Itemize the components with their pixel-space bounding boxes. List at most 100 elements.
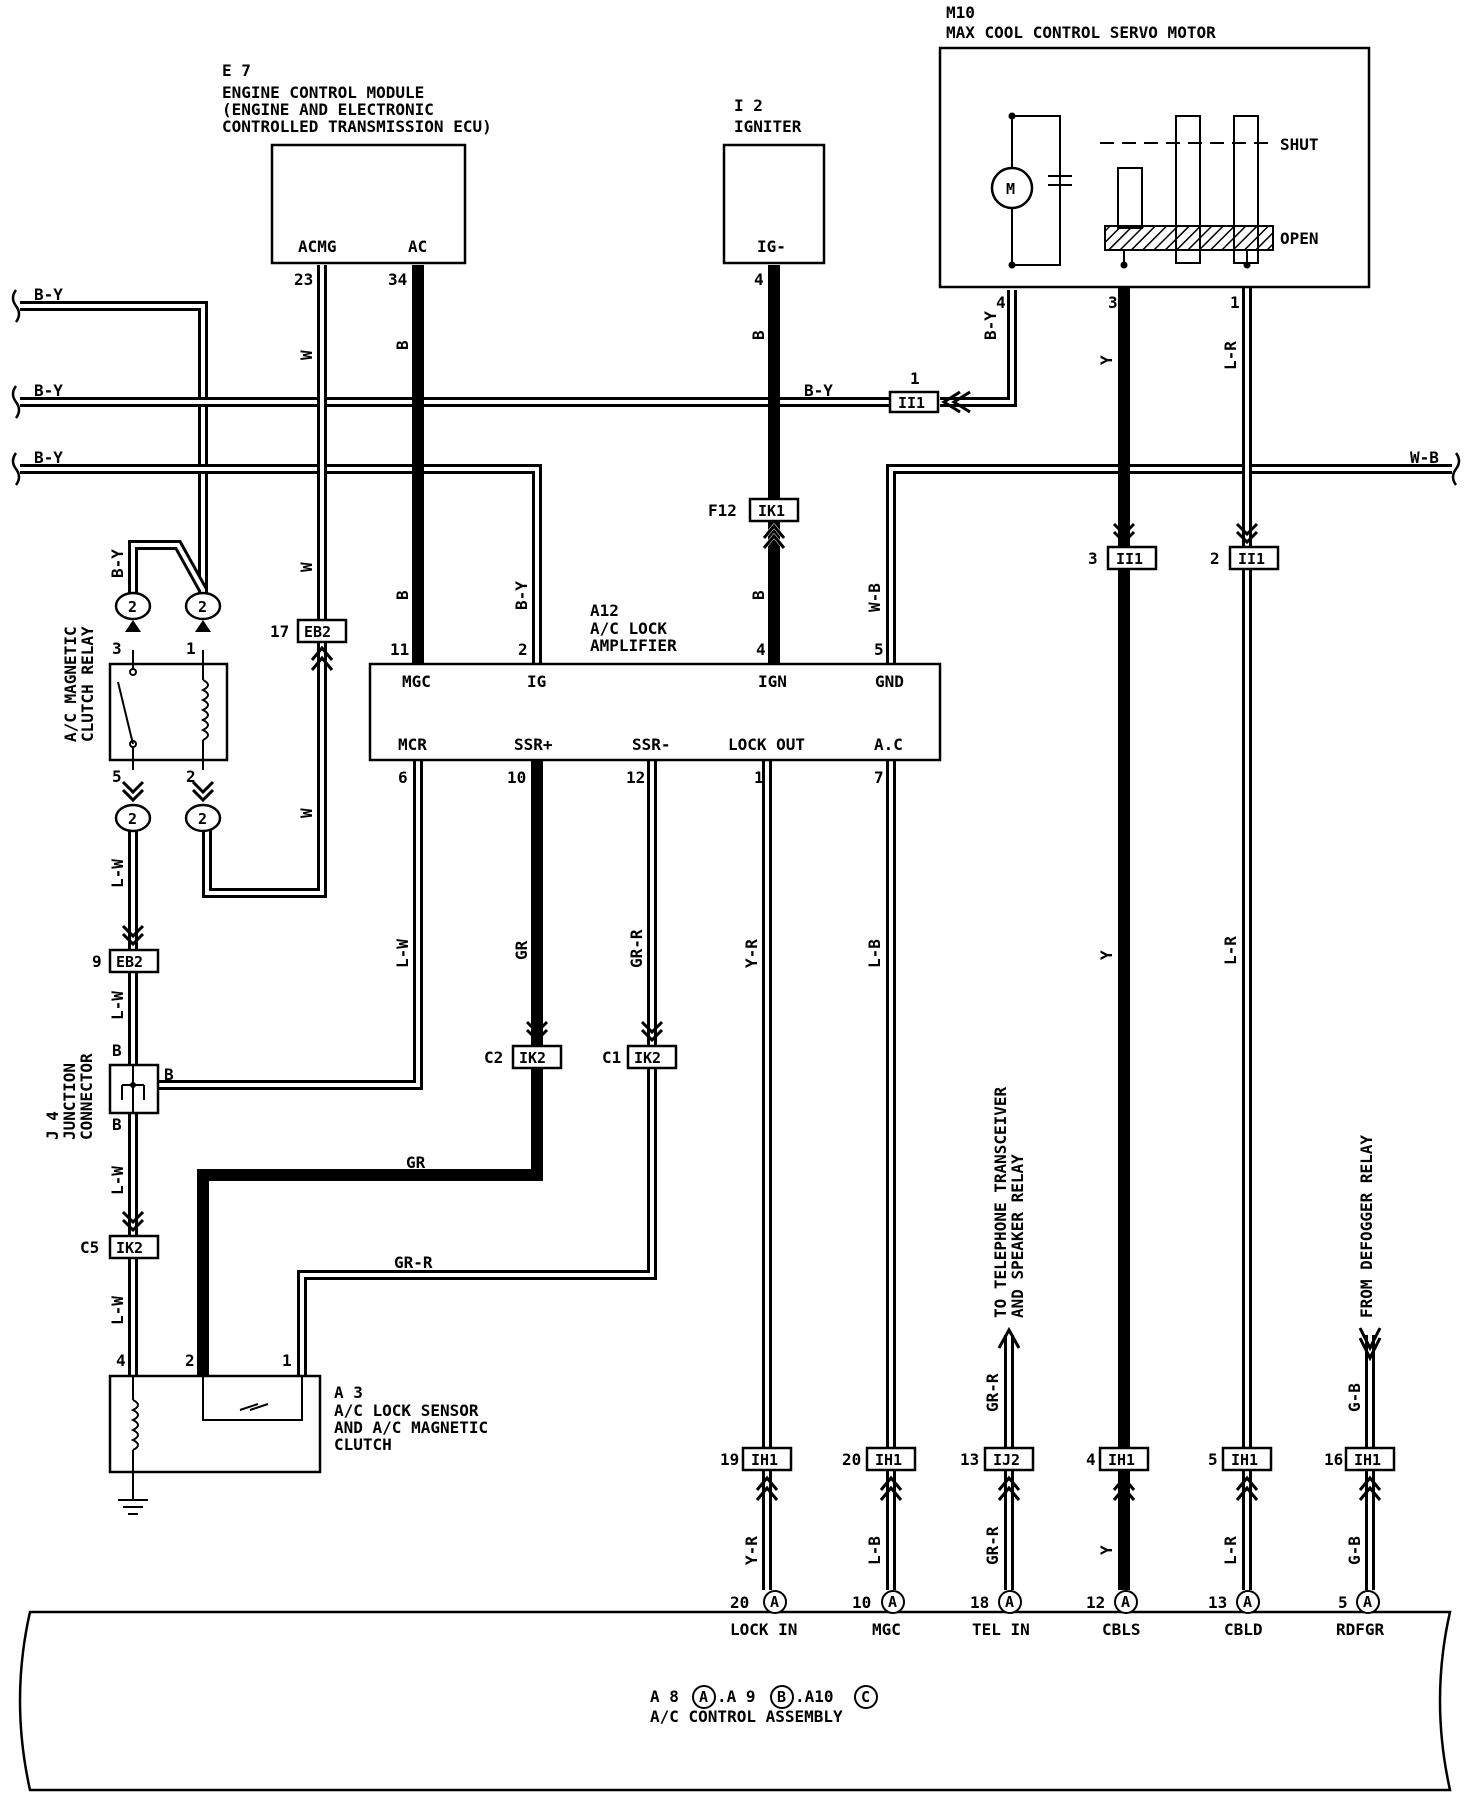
svg-text:2: 2 <box>128 598 137 616</box>
igniter-id: I 2 <box>734 96 763 115</box>
svg-text:20: 20 <box>842 1450 861 1469</box>
svg-text:17: 17 <box>270 622 289 641</box>
svg-text:GR-R: GR-R <box>983 1526 1002 1565</box>
svg-text:W-B: W-B <box>865 583 884 612</box>
wire-mcr-lw <box>157 760 423 1090</box>
j4-b-2: B <box>112 1115 122 1134</box>
svg-text:W: W <box>297 350 316 360</box>
svg-text:L-W: L-W <box>108 1166 127 1195</box>
amp-pin-12: 12 <box>626 768 645 787</box>
svg-text:B: B <box>749 330 768 340</box>
inline-connectors: II1 1 IK1 F12 II1 3 II1 2 EB2 17 EB2 9 I… <box>80 369 1396 1501</box>
by-bus-3 <box>20 464 542 664</box>
bottom-terminals: 20 A LOCK IN 10 A MGC 18 A TEL IN 12 A C… <box>730 1590 1385 1639</box>
svg-text:3: 3 <box>1088 549 1098 568</box>
svg-text:L-B: L-B <box>865 1536 884 1565</box>
ac-lock-amplifier-box: A12 A/C LOCK AMPLIFIER MGC IG IGN GND 11… <box>368 601 942 787</box>
amp-name-2: AMPLIFIER <box>590 636 677 655</box>
a3-name-1: A/C LOCK SENSOR <box>334 1401 479 1420</box>
svg-text:Y: Y <box>1097 355 1116 365</box>
ecm-pin-23: 23 <box>294 270 313 289</box>
svg-text:LOCK IN: LOCK IN <box>730 1620 797 1639</box>
svg-text:CBLD: CBLD <box>1224 1620 1263 1639</box>
wb-bus <box>886 464 1452 664</box>
servo-name: MAX COOL CONTROL SERVO MOTOR <box>946 23 1216 42</box>
relay-connectors: 2 2 2 2 <box>114 591 222 833</box>
amp-pin-6: 6 <box>398 768 408 787</box>
igniter-box: I 2 IGNITER IG- 4 <box>722 96 826 289</box>
svg-text:5: 5 <box>1338 1593 1348 1612</box>
amp-pin-7: 7 <box>874 768 884 787</box>
a3-pin-1: 1 <box>282 1351 292 1370</box>
wire-labels: B-Y B-Y B-Y B-Y W-B B-Y Y L-R B B W W W … <box>34 285 1439 1565</box>
svg-text:GR: GR <box>512 940 531 960</box>
terminal-rdfgr: 5 A RDFGR <box>1336 1590 1385 1639</box>
amp-name-1: A/C LOCK <box>590 619 667 638</box>
terminal-tel-in: 18 A TEL IN <box>970 1590 1030 1639</box>
svg-text:B-Y: B-Y <box>512 581 531 610</box>
amp-pin-ssrp: SSR+ <box>514 735 553 754</box>
svg-text:G-B: G-B <box>1345 1536 1364 1565</box>
amp-pin-2: 2 <box>518 640 528 659</box>
svg-text:A: A <box>770 1593 779 1611</box>
a3-pin-4: 4 <box>116 1351 126 1370</box>
relay-pin-3: 3 <box>112 639 122 658</box>
tel-note-1: TO TELEPHONE TRANSCEIVER <box>991 1086 1010 1318</box>
amp-pin-ssrm: SSR- <box>632 735 671 754</box>
svg-text:B-Y: B-Y <box>981 311 1000 340</box>
svg-text:L-R: L-R <box>1221 936 1240 965</box>
svg-text:4: 4 <box>1086 1450 1096 1469</box>
svg-text:2: 2 <box>198 810 207 828</box>
svg-text:L-B: L-B <box>865 939 884 968</box>
svg-text:EB2: EB2 <box>116 953 143 971</box>
svg-text:Y-R: Y-R <box>742 939 761 968</box>
j4-name-1: JUNCTION <box>60 1063 79 1140</box>
svg-text:IH1: IH1 <box>1231 1451 1258 1469</box>
amp-pin-5: 5 <box>874 640 884 659</box>
svg-text:2: 2 <box>198 598 207 616</box>
svg-text:B-Y: B-Y <box>108 549 127 578</box>
relay-pin-1: 1 <box>186 639 196 658</box>
relay-pin-2: 2 <box>186 767 196 786</box>
svg-text:B-Y: B-Y <box>804 381 833 400</box>
svg-text:2: 2 <box>1210 549 1220 568</box>
svg-text:.A10: .A10 <box>795 1687 834 1706</box>
a3-id: A 3 <box>334 1383 363 1402</box>
svg-text:C5: C5 <box>80 1238 99 1257</box>
clutch-relay-box: A/C MAGNETIC CLUTCH RELAY 3 1 5 2 <box>61 626 229 786</box>
svg-text:A: A <box>1363 1593 1372 1611</box>
lock-sensor-box: A 3 A/C LOCK SENSOR AND A/C MAGNETIC CLU… <box>108 1351 488 1515</box>
svg-text:L-W: L-W <box>393 939 412 968</box>
amp-pin-4: 4 <box>756 640 766 659</box>
svg-text:IK1: IK1 <box>758 502 785 520</box>
amp-pin-mgc: MGC <box>402 672 431 691</box>
svg-text:13: 13 <box>1208 1593 1227 1612</box>
motor-icon <box>990 166 1034 210</box>
wire-ssrm-grr <box>297 760 657 1376</box>
svg-text:C2: C2 <box>484 1048 503 1067</box>
svg-text:10: 10 <box>852 1593 871 1612</box>
svg-text:9: 9 <box>92 952 102 971</box>
svg-text:19: 19 <box>720 1450 739 1469</box>
terminal-cbld: 13 A CBLD <box>1208 1590 1263 1639</box>
ac-control-assembly: A 8 A .A 9 B .A10 C A/C CONTROL ASSEMBLY <box>18 1610 1452 1792</box>
svg-text:12: 12 <box>1086 1593 1105 1612</box>
ecm-id: E 7 <box>222 61 251 80</box>
svg-text:GR-R: GR-R <box>394 1253 433 1272</box>
servo-pin-3: 3 <box>1108 293 1118 312</box>
amp-pin-ign: IGN <box>758 672 787 691</box>
svg-text:5: 5 <box>1208 1450 1218 1469</box>
svg-text:II1: II1 <box>898 394 925 412</box>
svg-text:C: C <box>861 1688 870 1706</box>
svg-text:G-B: G-B <box>1345 1383 1364 1412</box>
svg-text:B: B <box>393 340 412 350</box>
open-label: OPEN <box>1280 229 1319 248</box>
svg-text:.A 9: .A 9 <box>717 1687 756 1706</box>
svg-text:B: B <box>749 590 768 600</box>
notes: TO TELEPHONE TRANSCEIVER AND SPEAKER REL… <box>991 1086 1376 1318</box>
svg-text:16: 16 <box>1324 1450 1343 1469</box>
svg-text:W: W <box>297 808 316 818</box>
ecm-pin-acmg: ACMG <box>298 237 337 256</box>
svg-text:L-W: L-W <box>108 991 127 1020</box>
